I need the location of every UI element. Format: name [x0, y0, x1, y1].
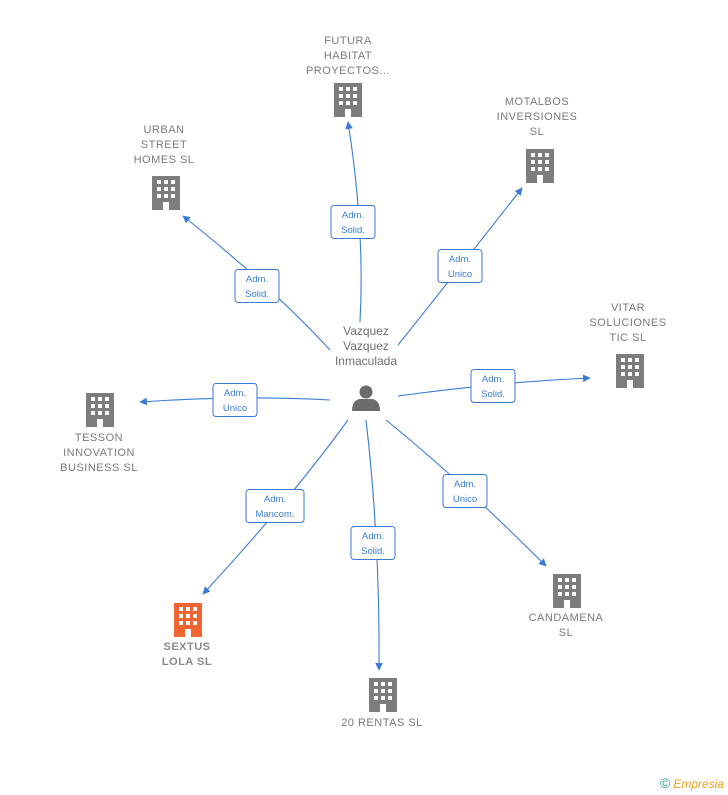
building-icon [526, 149, 554, 183]
relation-label-text: Adm. [342, 210, 364, 221]
company-node-urban[interactable]: URBAN STREET HOMES SL [134, 124, 195, 210]
company-name-line: INVERSIONES [497, 111, 578, 123]
edge-motalbos: Adm. Unico [397, 187, 523, 346]
relation-label-box [234, 269, 280, 303]
brand-footer: ©Empresia [660, 775, 724, 791]
person-name-line: Inmaculada [335, 354, 397, 368]
relation-label[interactable]: Adm. Solid. [330, 205, 376, 239]
company-name-line: TIC SL [609, 332, 646, 344]
relation-label-box [442, 474, 488, 508]
company-name-line: HOMES SL [134, 154, 195, 166]
relation-label[interactable]: Adm. Mancom. [245, 489, 305, 523]
building-icon [553, 574, 581, 608]
company-name-line: STREET [141, 139, 187, 151]
edge-futura: Adm. Solid. [330, 121, 376, 323]
building-icon [369, 678, 397, 712]
relation-label[interactable]: Adm. Unico [437, 249, 483, 283]
company-node-futura[interactable]: FUTURA HABITAT PROYECTOS... [306, 35, 390, 117]
edge-sextus: Adm. Mancom. [202, 419, 349, 595]
company-name-line: HABITAT [324, 50, 372, 62]
edges-layer: Adm.Solid.Adm.UnicoAdm.Solid.Adm.Solid.A… [139, 121, 591, 671]
company-name-line: CANDAMENA [529, 612, 604, 624]
relation-label-text: Unico [223, 403, 247, 414]
relation-label-text: Solid. [341, 225, 365, 236]
company-name-line: TESSON [75, 432, 123, 444]
company-name-line: BUSINESS SL [60, 462, 138, 474]
relation-label[interactable]: Adm. Solid. [350, 526, 396, 560]
relation-label-box [330, 205, 376, 239]
relation-label-text: Adm. [482, 374, 504, 385]
relation-label-box [470, 369, 516, 403]
company-node-vitar[interactable]: VITAR SOLUCIONES TIC SL [589, 302, 666, 388]
building-icon [616, 354, 644, 388]
company-name-line: VITAR [611, 302, 645, 314]
relation-label-text: Adm. [224, 388, 246, 399]
relation-label-text: Solid. [245, 289, 269, 300]
company-name-line: INNOVATION [63, 447, 135, 459]
relation-label-text: Solid. [481, 389, 505, 400]
company-node-rentas[interactable]: 20 RENTAS SL [341, 678, 423, 729]
company-node-candamena[interactable]: CANDAMENA SL [529, 574, 604, 639]
person-name-line: Vazquez [343, 339, 389, 353]
building-icon [86, 393, 114, 427]
relation-label[interactable]: Adm. Solid. [470, 369, 516, 403]
company-name-line: SEXTUS [163, 641, 210, 653]
nodes-layer: FUTURA HABITAT PROYECTOS... MOTALBOS INVERSI… [60, 35, 666, 729]
edge-candamena: Adm. Unico [385, 419, 547, 567]
relation-label-text: Adm. [454, 479, 476, 490]
building-icon [174, 603, 202, 637]
edge-tesson: Adm. Unico [139, 383, 331, 417]
edge-rentas: Adm. Solid. [350, 419, 396, 671]
relation-label[interactable]: Adm. Unico [212, 383, 258, 417]
company-name-line: SL [530, 126, 544, 138]
relation-label-text: Solid. [361, 546, 385, 557]
company-node-sextus[interactable]: SEXTUS LOLA SL [162, 603, 212, 668]
relation-label-box [350, 526, 396, 560]
company-node-tesson[interactable]: TESSON INNOVATION BUSINESS SL [60, 393, 138, 474]
company-name-line: MOTALBOS [505, 96, 569, 108]
relation-label-text: Adm. [264, 494, 286, 505]
relation-label-text: Adm. [246, 274, 268, 285]
copyright-icon: © [659, 775, 671, 791]
building-icon [334, 83, 362, 117]
relation-label-text: Unico [448, 269, 472, 280]
relation-label-text: Unico [453, 494, 477, 505]
building-icon [152, 176, 180, 210]
relation-label-box [245, 489, 305, 523]
relation-label-text: Adm. [449, 254, 471, 265]
company-name-line: PROYECTOS... [306, 65, 390, 77]
relation-label-box [212, 383, 258, 417]
relation-label[interactable]: Adm. Unico [442, 474, 488, 508]
relation-label-text: Mancom. [255, 509, 294, 520]
relation-label-box [437, 249, 483, 283]
relation-label-text: Adm. [362, 531, 384, 542]
company-name-line: URBAN [143, 124, 184, 136]
company-name-line: SOLUCIONES [589, 317, 666, 329]
edge-urban: Adm. Solid. [182, 215, 331, 351]
company-node-motalbos[interactable]: MOTALBOS INVERSIONES SL [497, 96, 578, 183]
company-name-line: LOLA SL [162, 656, 212, 668]
company-name-line: SL [559, 627, 573, 639]
person-icon [352, 385, 380, 411]
company-name-line: 20 RENTAS SL [341, 717, 423, 729]
company-name-line: FUTURA [324, 35, 372, 47]
relation-label[interactable]: Adm. Solid. [234, 269, 280, 303]
brand-name: Empresia [673, 777, 724, 791]
edge-vitar: Adm. Solid. [397, 369, 591, 403]
person-name-line: Vazquez [343, 324, 389, 338]
